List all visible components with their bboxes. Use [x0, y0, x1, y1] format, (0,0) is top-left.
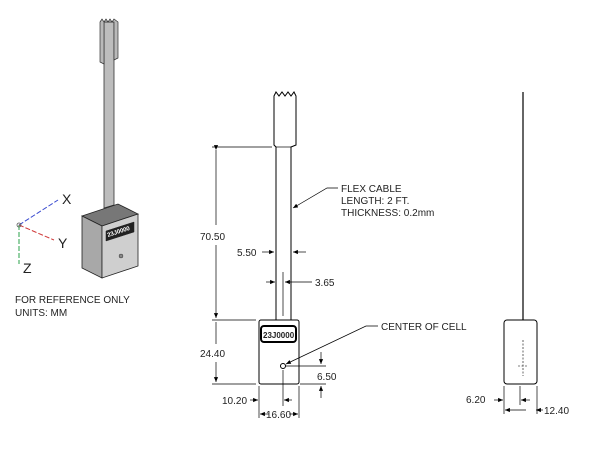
front-label-text: 23J0000: [263, 331, 295, 340]
dim-24-40: 24.40: [200, 349, 225, 360]
axis-y-label: Y: [58, 235, 68, 251]
reference-note: FOR REFERENCE ONLY: [15, 295, 130, 306]
front-label-plate: [260, 325, 297, 343]
callout-thickness: THICKNESS: 0.2mm: [341, 208, 434, 219]
callout-length: LENGTH: 2 FT.: [341, 196, 409, 207]
dim-6-20: 6.20: [466, 395, 486, 406]
axis-z-label: Z: [23, 260, 32, 276]
dim-3-65: 3.65: [315, 278, 335, 289]
side-view: 6.20 12.40: [466, 92, 569, 417]
dim-70-50: 70.50: [200, 232, 225, 243]
iso-label-plate: [105, 221, 135, 242]
axis-x-label: X: [62, 191, 72, 207]
callout-center-of-cell: CENTER OF CELL: [381, 322, 467, 333]
iso-cable-tab: [99, 18, 119, 65]
front-view: 23J0000 70.50 24.40 5.50 3.65 6.50: [200, 91, 467, 421]
iso-center-hole: [118, 253, 124, 259]
front-center-hole: [280, 363, 286, 369]
dim-5-50: 5.50: [237, 248, 257, 259]
iso-flex-cable: [103, 21, 115, 209]
dim-12-40: 12.40: [544, 406, 569, 417]
isometric-view: 23J0000: [80, 18, 140, 279]
side-cell-body: [503, 319, 538, 385]
dim-6-50: 6.50: [317, 372, 337, 383]
dim-10-20: 10.20: [222, 396, 247, 407]
callout-flex-cable: FLEX CABLE: [341, 184, 402, 195]
axis-triad: X Y Z: [16, 191, 72, 276]
dim-16-60: 16.60: [266, 410, 291, 421]
units-note: UNITS: MM: [15, 308, 67, 319]
iso-box-front: [81, 215, 103, 279]
front-cable-tab: [273, 91, 297, 321]
